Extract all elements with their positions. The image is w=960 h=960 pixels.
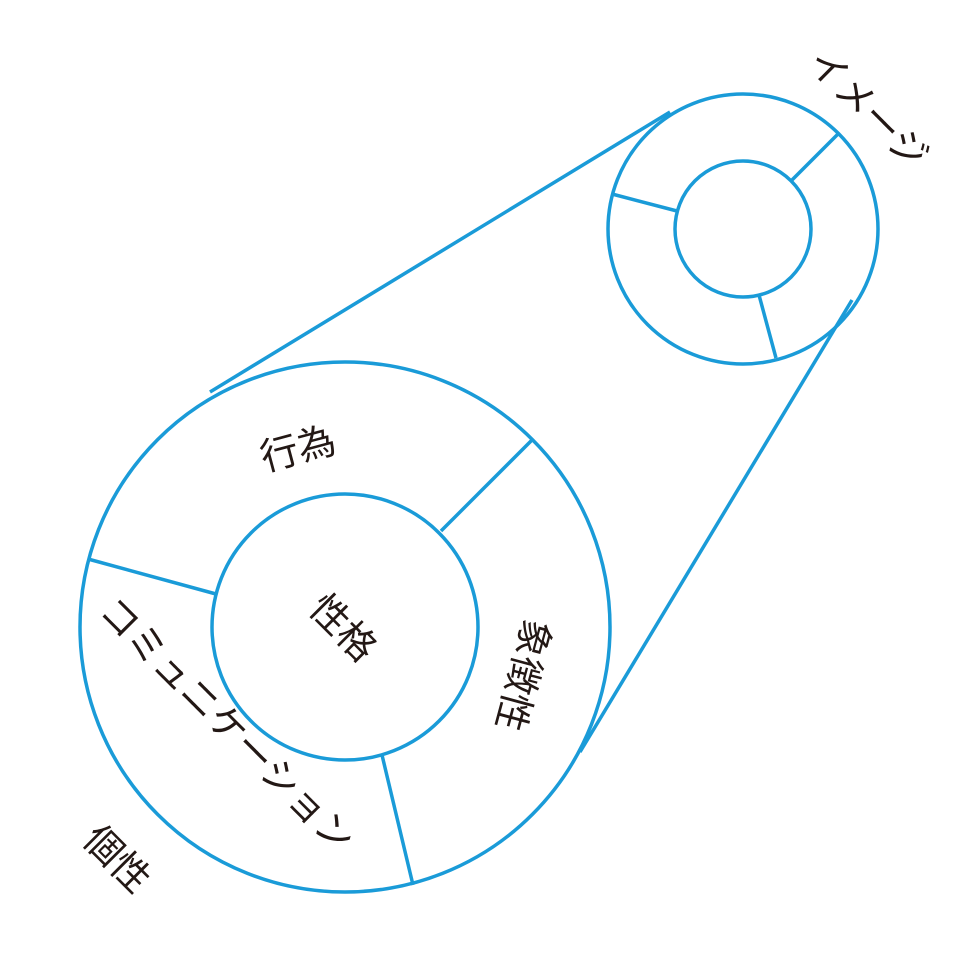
symbolism-label: 象徴性 <box>487 614 559 736</box>
core-label: 性格 <box>301 586 386 671</box>
large-inner-circle <box>210 492 480 762</box>
individuality-label: 個性 <box>75 817 160 902</box>
image-label: イメージ <box>799 40 937 178</box>
large-divider-2 <box>87 557 217 596</box>
large-divider-1 <box>439 437 535 533</box>
small-circle-group <box>606 92 880 366</box>
behavior-label: 行為 <box>256 418 341 480</box>
large-outer-circle <box>78 360 612 894</box>
small-divider-2 <box>611 192 678 213</box>
small-inner-circle <box>673 159 813 299</box>
small-outer-circle <box>606 92 880 366</box>
large-divider-3 <box>380 754 415 886</box>
small-divider-3 <box>757 294 778 359</box>
lower-tangent-line <box>578 299 854 753</box>
upper-tangent-line <box>209 110 671 394</box>
large-circle-group <box>78 360 612 894</box>
small-divider-1 <box>789 132 840 183</box>
